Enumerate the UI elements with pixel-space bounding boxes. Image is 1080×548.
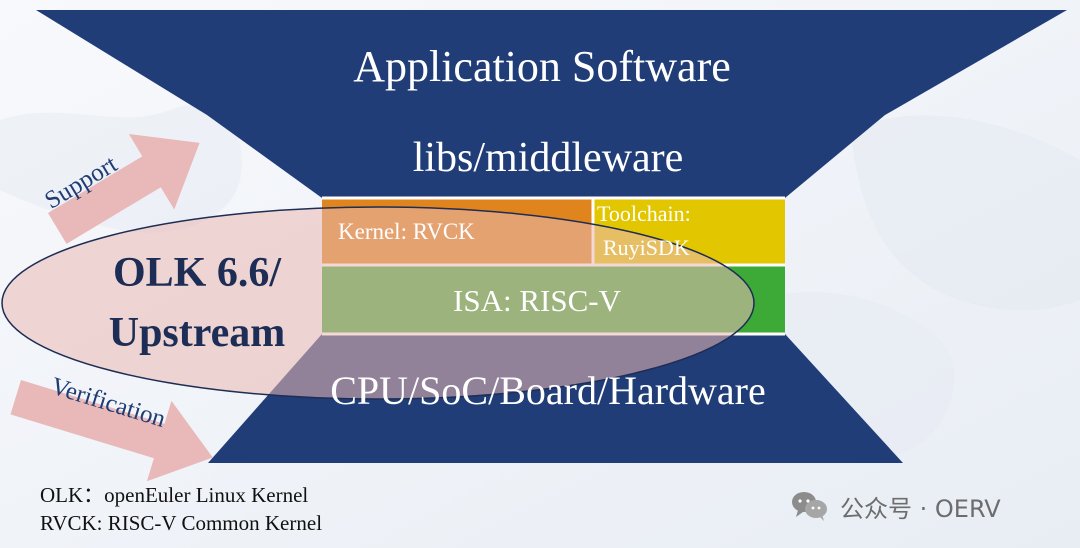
application-software-layer bbox=[36, 10, 1067, 115]
application-software-label: Application Software bbox=[353, 42, 731, 91]
legend-rvck: RVCK: RISC-V Common Kernel bbox=[40, 511, 323, 535]
isa-label: ISA: RISC-V bbox=[453, 283, 622, 318]
watermark-text: 公众号 · OERV bbox=[840, 494, 1001, 523]
middleware-label: libs/middleware bbox=[413, 135, 684, 181]
support-arrow bbox=[48, 134, 200, 244]
callout-line-2: Upstream bbox=[109, 310, 286, 356]
hardware-label: CPU/SoC/Board/Hardware bbox=[330, 368, 766, 413]
toolchain-label-line-2: RuyiSDK bbox=[603, 235, 690, 260]
world-map-background bbox=[0, 104, 1080, 458]
legend-olk: OLK：openEuler Linux Kernel bbox=[40, 483, 309, 507]
middleware-layer bbox=[207, 115, 885, 198]
olk-upstream-ellipse bbox=[1, 206, 755, 400]
kernel-label: Kernel: RVCK bbox=[338, 219, 475, 244]
legend: OLK：openEuler Linux Kernel RVCK: RISC-V … bbox=[40, 481, 322, 537]
toolchain-label-line-1: Toolchain: bbox=[597, 201, 691, 226]
watermark: 公众号 · OERV bbox=[788, 488, 1001, 524]
verification-arrow bbox=[10, 380, 213, 482]
callout-line-1: OLK 6.6/ bbox=[113, 250, 282, 296]
wechat-icon bbox=[792, 492, 827, 521]
